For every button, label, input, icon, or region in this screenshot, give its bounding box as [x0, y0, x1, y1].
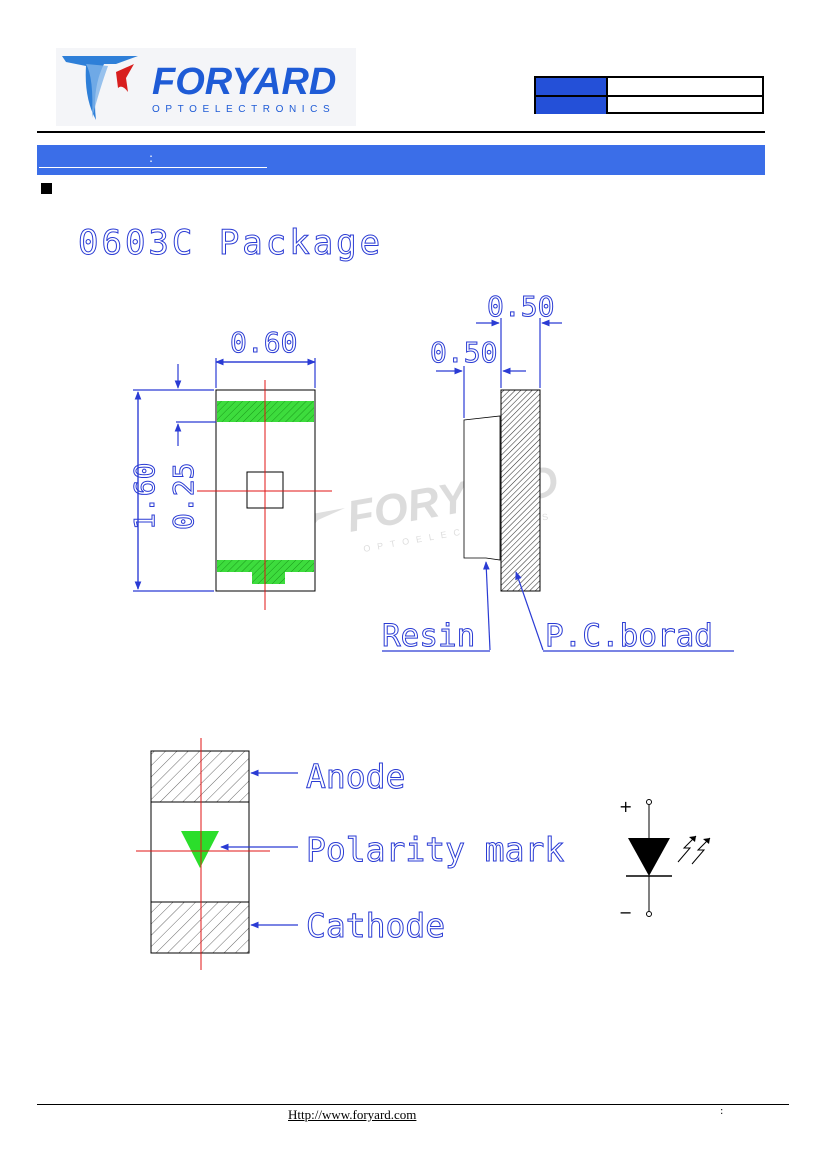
- section-bullet-square: [41, 183, 52, 194]
- dim-side-top-label: 0.50: [487, 290, 554, 323]
- side-view: [463, 389, 541, 592]
- dim-side-left: [436, 366, 526, 418]
- anode-pad: [150, 750, 250, 803]
- pcb-label: P.C.borad: [545, 618, 713, 654]
- bottom-view: [136, 738, 270, 970]
- package-title: 0603C Package: [78, 223, 383, 263]
- footer-colon: :: [720, 1106, 724, 1117]
- dim-height: [133, 389, 214, 592]
- pcb-board: [500, 389, 541, 592]
- header-cell-left-2: [536, 95, 606, 114]
- foryard-logo: FORYARD OPTOELECTRONICS: [56, 48, 356, 126]
- footer-website-link[interactable]: Http://www.foryard.com: [288, 1107, 417, 1122]
- dim-height-label: 1.60: [128, 463, 161, 530]
- header-info-table: [534, 76, 764, 114]
- label-leaders: [382, 561, 734, 652]
- header-cell-left-1: [536, 78, 606, 95]
- cathode-pad: [150, 901, 250, 954]
- symbol-plus: +: [619, 797, 632, 816]
- section-colon: :: [149, 151, 154, 165]
- led-diode-symbol: [626, 799, 711, 917]
- bottom-leaders: [220, 769, 298, 929]
- anode-label: Anode: [306, 757, 405, 796]
- header-cell-right-1: [606, 78, 762, 95]
- cathode-label: Cathode: [306, 906, 445, 945]
- brand-sub: OPTOELECTRONICS: [152, 104, 335, 115]
- dim-pad-label: 0.25: [167, 463, 200, 530]
- footer-rule: [37, 1104, 789, 1105]
- polarity-label: Polarity mark: [306, 830, 564, 869]
- section-title-bar: :: [37, 145, 765, 175]
- dim-pad: [174, 364, 216, 446]
- polarity-triangle-icon: [181, 831, 219, 868]
- header-rule: [37, 131, 765, 133]
- top-view: [197, 380, 332, 610]
- dim-width-label: 0.60: [230, 326, 297, 359]
- header-cell-right-2: [606, 95, 762, 114]
- dim-side-left-label: 0.50: [430, 336, 497, 369]
- section-title-underline: [39, 167, 267, 168]
- brand-name: FORYARD: [152, 61, 336, 103]
- dim-side-top: [476, 318, 562, 388]
- symbol-minus: −: [619, 903, 632, 922]
- resin-label: Resin: [382, 618, 475, 654]
- dim-width: [215, 358, 316, 388]
